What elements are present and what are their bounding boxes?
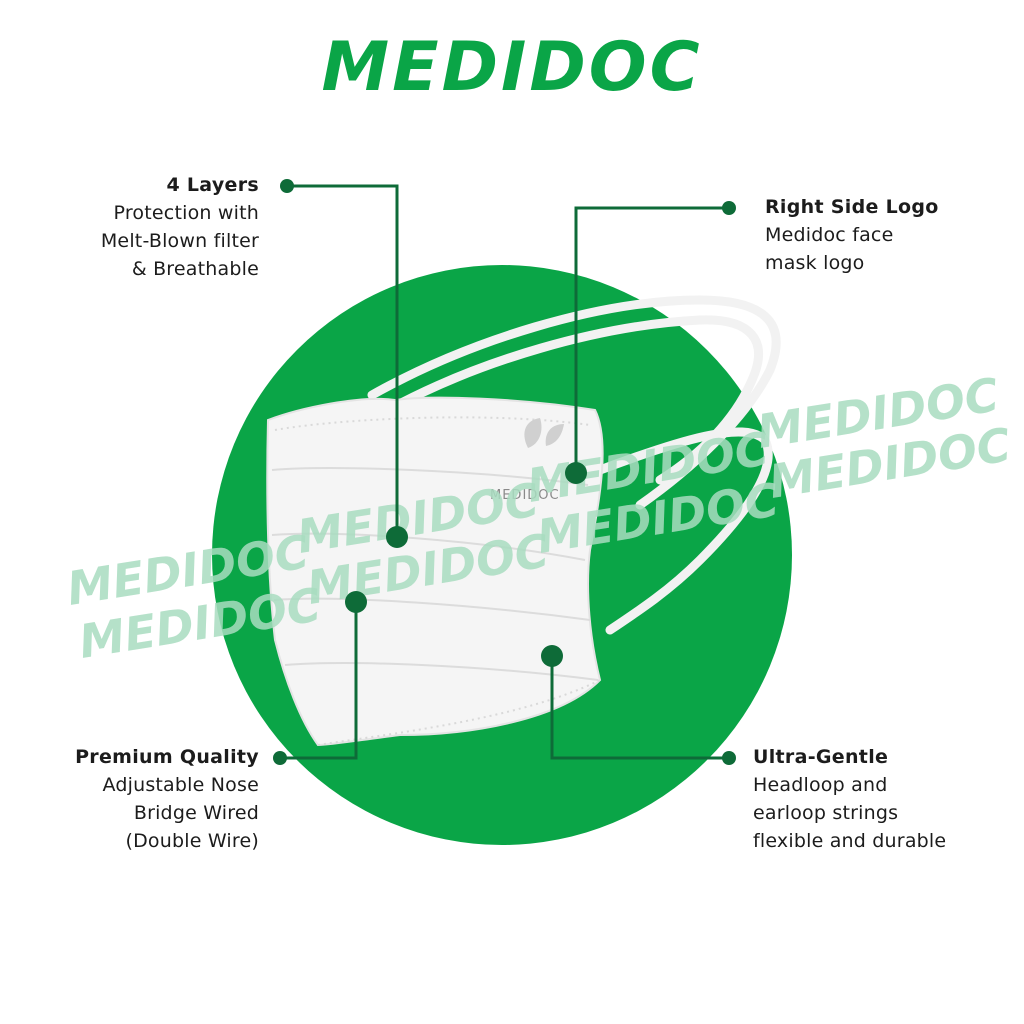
callout-line-logo [574, 206, 729, 473]
callout-line-quality [280, 602, 358, 760]
face-mask: MEDIDOC [266, 396, 604, 747]
feature-description: Headloop and earloop strings flexible an… [753, 771, 946, 855]
feature-description: Medidoc face mask logo [765, 221, 939, 277]
callout-line-gentle [550, 656, 729, 760]
feature-description: Protection with Melt-Blown filter & Brea… [101, 199, 259, 283]
feature-line: (Double Wire) [125, 830, 259, 852]
callout-anchor-dot [565, 462, 587, 484]
callout-dots [273, 179, 736, 765]
feature-title: 4 Layers [166, 174, 259, 196]
feature-line: Protection with [113, 202, 259, 224]
callout-end-dot [722, 751, 736, 765]
feature-quality: Premium Quality Adjustable Nose Bridge W… [75, 746, 259, 855]
feature-title: Right Side Logo [765, 196, 939, 218]
callout-end-dot [273, 751, 287, 765]
feature-line: Melt-Blown filter [100, 230, 259, 252]
feature-line: flexible and durable [753, 830, 947, 852]
feature-description: Adjustable Nose Bridge Wired (Double Wir… [75, 771, 259, 855]
mask-print-text: MEDIDOC [490, 488, 560, 503]
feature-line: mask logo [765, 252, 865, 274]
feature-line: Adjustable Nose [102, 774, 259, 796]
leaf-icon [524, 418, 564, 448]
feature-line: Medidoc face [765, 224, 894, 246]
brand-logo: MEDIDOC [321, 28, 703, 107]
ear-loops [367, 295, 781, 635]
feature-line: Headloop and [753, 774, 888, 796]
callout-anchor-dot [345, 591, 367, 613]
callout-anchor-dot [541, 645, 563, 667]
feature-line: & Breathable [131, 258, 259, 280]
feature-title: Premium Quality [75, 746, 259, 768]
callout-end-dot [722, 201, 736, 215]
feature-layers: 4 Layers Protection with Melt-Blown filt… [101, 174, 259, 283]
watermarks: MEDIDOC MEDIDOC MEDIDOC MEDIDOC MEDIDOC … [63, 367, 1014, 668]
feature-title: Ultra-Gentle [753, 746, 889, 768]
callout-line-layers [287, 184, 399, 537]
callout-anchor-dot [386, 526, 408, 548]
callout-lines [280, 184, 729, 760]
feature-gentle: Ultra-Gentle Headloop and earloop string… [753, 746, 946, 855]
feature-logo: Right Side Logo Medidoc face mask logo [765, 196, 939, 277]
callout-end-dot [280, 179, 294, 193]
feature-line: earloop strings [753, 802, 899, 824]
feature-line: Bridge Wired [133, 802, 259, 824]
